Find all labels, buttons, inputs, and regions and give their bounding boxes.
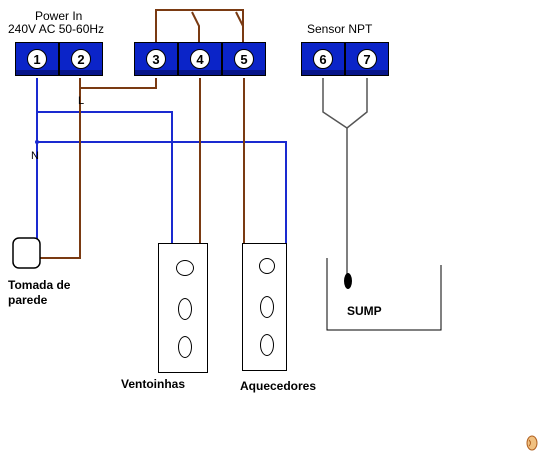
sump-tank xyxy=(326,258,442,331)
terminal-2: 2 xyxy=(59,42,103,76)
heaters-label: Aquecedores xyxy=(240,379,317,393)
neutral-wire-to-fans-top xyxy=(37,111,173,244)
wall-socket-label-line1: Tomada de xyxy=(8,278,71,292)
heaters-outlet-hole-1 xyxy=(259,258,275,274)
terminal-6: 6 xyxy=(301,42,345,76)
terminal-7: 7 xyxy=(345,42,389,76)
sensor-label: Sensor NPT xyxy=(307,22,373,36)
sensor-wire-7 xyxy=(346,78,368,129)
sensor-probe xyxy=(344,273,352,289)
neutral-marker: N xyxy=(31,150,39,162)
live-wires xyxy=(38,9,245,259)
terminal-2-number: 2 xyxy=(71,49,91,69)
neutral-wire-to-heaters-top xyxy=(37,141,287,244)
fans-outlet-hole-3 xyxy=(178,336,192,358)
fans-outlet-hole-2 xyxy=(178,298,192,320)
terminal-1: 1 xyxy=(15,42,59,76)
terminal-3-number: 3 xyxy=(146,49,166,69)
terminal-6-number: 6 xyxy=(313,49,333,69)
neutral-junction xyxy=(35,140,39,144)
terminal-7-number: 7 xyxy=(357,49,377,69)
power-spec-label: 240V AC 50-60Hz xyxy=(8,22,105,36)
live-wire-socket xyxy=(38,78,81,259)
terminal-5-number: 5 xyxy=(234,49,254,69)
live-wire-bridge-2-3 xyxy=(80,78,157,89)
heaters-outlet-hole-3 xyxy=(260,334,274,356)
fans-outlet xyxy=(158,243,208,373)
terminal-3: 3 xyxy=(134,42,178,76)
relay-switch-5 xyxy=(235,11,244,44)
terminal-5: 5 xyxy=(222,42,266,76)
fans-outlet-hole-1 xyxy=(176,260,194,276)
terminal-1-number: 1 xyxy=(27,49,47,69)
wall-socket-label-line2: parede xyxy=(8,293,48,307)
heaters-outlet-hole-2 xyxy=(260,296,274,318)
wall-socket-icon xyxy=(12,237,41,269)
live-marker: L xyxy=(78,95,85,107)
sensor-wire-6 xyxy=(322,78,348,129)
relay-switch-4 xyxy=(191,11,200,44)
power-in-label: Power In xyxy=(35,9,83,23)
terminal-4-number: 4 xyxy=(190,49,210,69)
fans-label: Ventoinhas xyxy=(121,377,186,391)
sump-label: SUMP xyxy=(347,304,382,318)
terminal-4: 4 xyxy=(178,42,222,76)
sensor-wires xyxy=(322,78,368,276)
corner-mark-icon xyxy=(526,435,538,451)
neutral-wires xyxy=(28,78,287,244)
heaters-outlet xyxy=(242,243,287,371)
